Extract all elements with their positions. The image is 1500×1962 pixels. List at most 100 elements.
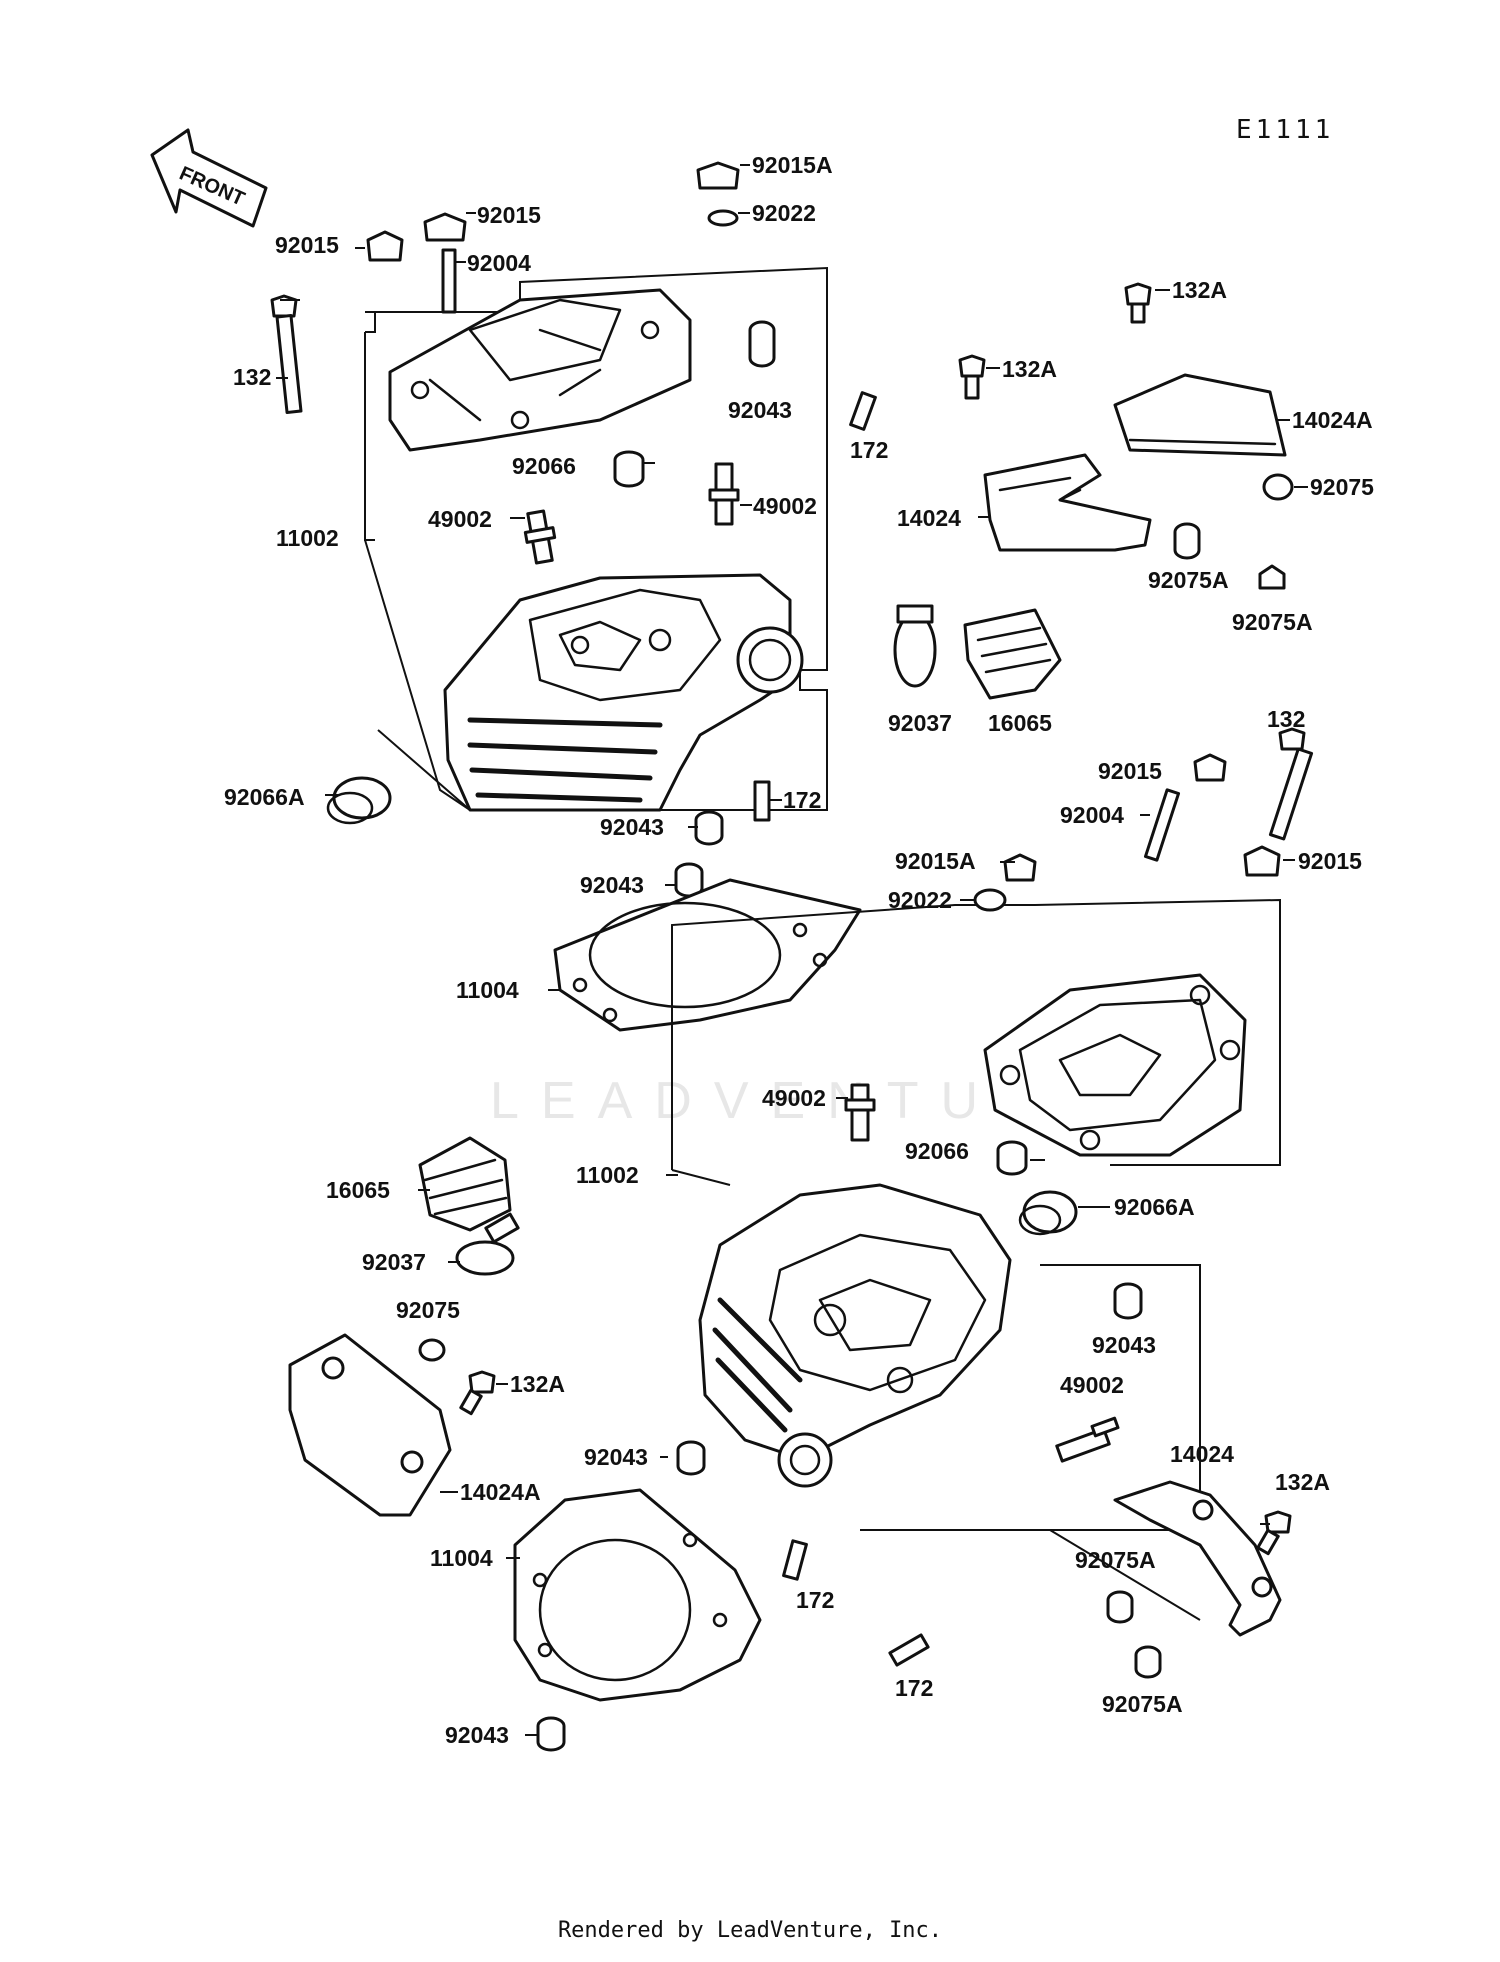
cover-14024A-lower	[288, 1333, 452, 1517]
callout-172-lower-a: 172	[796, 1587, 834, 1613]
callout-49002-lower-right: 49002	[1060, 1372, 1124, 1398]
cylinder-head-lower	[698, 1183, 1012, 1488]
callout-172-mid: 172	[783, 787, 821, 813]
callout-92015-lower-a: 92015	[1098, 758, 1162, 784]
callout-14024-top: 14024	[897, 505, 961, 531]
callout-92015A-lower: 92015A	[895, 848, 976, 874]
callout-92075A-top-a: 92075A	[1148, 567, 1229, 593]
clamp-92037-upper	[893, 604, 937, 688]
washer-92022-lower	[973, 888, 1007, 912]
callout-49002-lower-top: 49002	[762, 1085, 826, 1111]
callout-11002-lower: 11002	[576, 1162, 639, 1188]
cover-14024A-upper	[1113, 373, 1287, 457]
fitting-49002-lower-right	[1055, 1416, 1120, 1463]
gasket-11004-upper	[553, 878, 862, 1032]
callout-92004-top: 92004	[467, 250, 531, 276]
collar-92075A-upper-a	[1173, 522, 1201, 560]
gasket-11004-lower	[513, 1488, 762, 1702]
bolt-132-lower	[1268, 727, 1314, 841]
callout-92015-top-a: 92015	[477, 202, 541, 228]
callout-92022-lower: 92022	[888, 887, 952, 913]
cylinder-head-upper	[443, 573, 804, 812]
stud-172-upper-a	[849, 391, 877, 431]
stud-172-lower-b	[888, 1633, 930, 1667]
cover-14024-upper	[983, 453, 1152, 552]
callout-172-lower-b: 172	[895, 1675, 933, 1701]
plug-92066-upper	[613, 450, 645, 488]
callout-132A-lower-right: 132A	[1275, 1469, 1330, 1495]
dowel-92043-upper-a	[748, 320, 776, 368]
diagram-code: E1111	[1236, 115, 1334, 145]
grommet-92075-upper	[1262, 473, 1294, 501]
dowel-92043-upper-c	[674, 862, 704, 898]
plug-92066A-upper	[326, 776, 392, 825]
cover-14024-lower	[1113, 1480, 1282, 1637]
rocker-cover-upper	[388, 288, 692, 452]
callout-92075-top: 92075	[1310, 474, 1374, 500]
nut-92015A-upper	[696, 161, 740, 190]
collar-92075A-upper-b	[1258, 564, 1286, 590]
callout-132A-top-b: 132A	[1002, 356, 1057, 382]
bolt-132-upper	[270, 294, 303, 414]
stud-92004-upper	[441, 248, 457, 314]
callout-92004-lower: 92004	[1060, 802, 1124, 828]
callout-92015-top-b: 92015	[275, 232, 339, 258]
callout-49002-top-left: 49002	[428, 506, 492, 532]
callout-11004-top: 11004	[456, 977, 519, 1003]
clamp-92037-lower	[455, 1212, 520, 1276]
callout-92075-lower: 92075	[396, 1297, 460, 1323]
callout-16065-lower: 16065	[326, 1177, 390, 1203]
bolt-132A-upper-b	[958, 354, 986, 400]
callout-92066A-top: 92066A	[224, 784, 305, 810]
nut-92015-upper-a	[423, 212, 467, 242]
dowel-92043-upper-b	[694, 810, 724, 846]
bolt-132A-lower-left	[459, 1370, 496, 1416]
fitting-49002-upper-left	[523, 509, 557, 565]
callout-132A-top-a: 132A	[1172, 277, 1227, 303]
front-arrow-icon: FRONT	[150, 128, 268, 228]
callout-92043-mid-a: 92043	[600, 814, 664, 840]
callout-92037-lower: 92037	[362, 1249, 426, 1275]
collar-92075A-lower-a	[1106, 1590, 1134, 1624]
bracket-11002-upper	[364, 332, 375, 541]
dowel-92043-lower-a	[1113, 1282, 1143, 1320]
bolt-132A-lower-right	[1256, 1510, 1292, 1556]
stud-172-lower-a	[782, 1539, 808, 1581]
callout-92066A-lower: 92066A	[1114, 1194, 1195, 1220]
nut-92015-lower-b	[1243, 845, 1281, 877]
callout-92022-top: 92022	[752, 200, 816, 226]
callout-92075A-top-b: 92075A	[1232, 609, 1313, 635]
nut-92015-lower-a	[1193, 753, 1227, 782]
callout-92066-top: 92066	[512, 453, 576, 479]
callout-92043-lower-right: 92043	[1092, 1332, 1156, 1358]
callout-11002-top: 11002	[276, 525, 339, 551]
callout-16065-top: 16065	[988, 710, 1052, 736]
nut-92015A-lower	[1003, 853, 1037, 882]
callout-92075A-lower-a: 92075A	[1075, 1547, 1156, 1573]
callout-132-lower: 132	[1267, 706, 1305, 732]
intake-16065-upper	[963, 608, 1062, 700]
stud-172-upper-b	[753, 780, 771, 822]
callout-11004-lower: 11004	[430, 1545, 493, 1571]
intake-16065-lower	[418, 1136, 512, 1232]
fitting-49002-upper-right	[708, 462, 740, 526]
nut-92015-upper-b	[366, 230, 404, 262]
dowel-92043-lower-b	[676, 1440, 706, 1476]
callout-14024A-top: 14024A	[1292, 407, 1373, 433]
footer-credit: Rendered by LeadVenture, Inc.	[557, 1918, 943, 1943]
callout-92015-lower-b: 92015	[1298, 848, 1362, 874]
leader-lines	[276, 164, 1308, 1736]
callout-92075A-lower-b: 92075A	[1102, 1691, 1183, 1717]
callout-14024-lower: 14024	[1170, 1441, 1234, 1467]
washer-92022-upper	[707, 209, 739, 227]
callout-132A-lower-left: 132A	[510, 1371, 565, 1397]
rocker-cover-lower	[983, 973, 1247, 1157]
stud-92004-lower	[1143, 788, 1181, 862]
callout-14024A-lower: 14024A	[460, 1479, 541, 1505]
callout-92043-lower-mid: 92043	[584, 1444, 648, 1470]
grommet-92075-lower	[418, 1338, 446, 1362]
callout-92037-top: 92037	[888, 710, 952, 736]
callout-labels: 92015A 92022 92015 92015 92004 132 92043…	[224, 152, 1374, 1748]
callout-92043-lower-bottom: 92043	[445, 1722, 509, 1748]
collar-92075A-lower-b	[1134, 1645, 1162, 1679]
